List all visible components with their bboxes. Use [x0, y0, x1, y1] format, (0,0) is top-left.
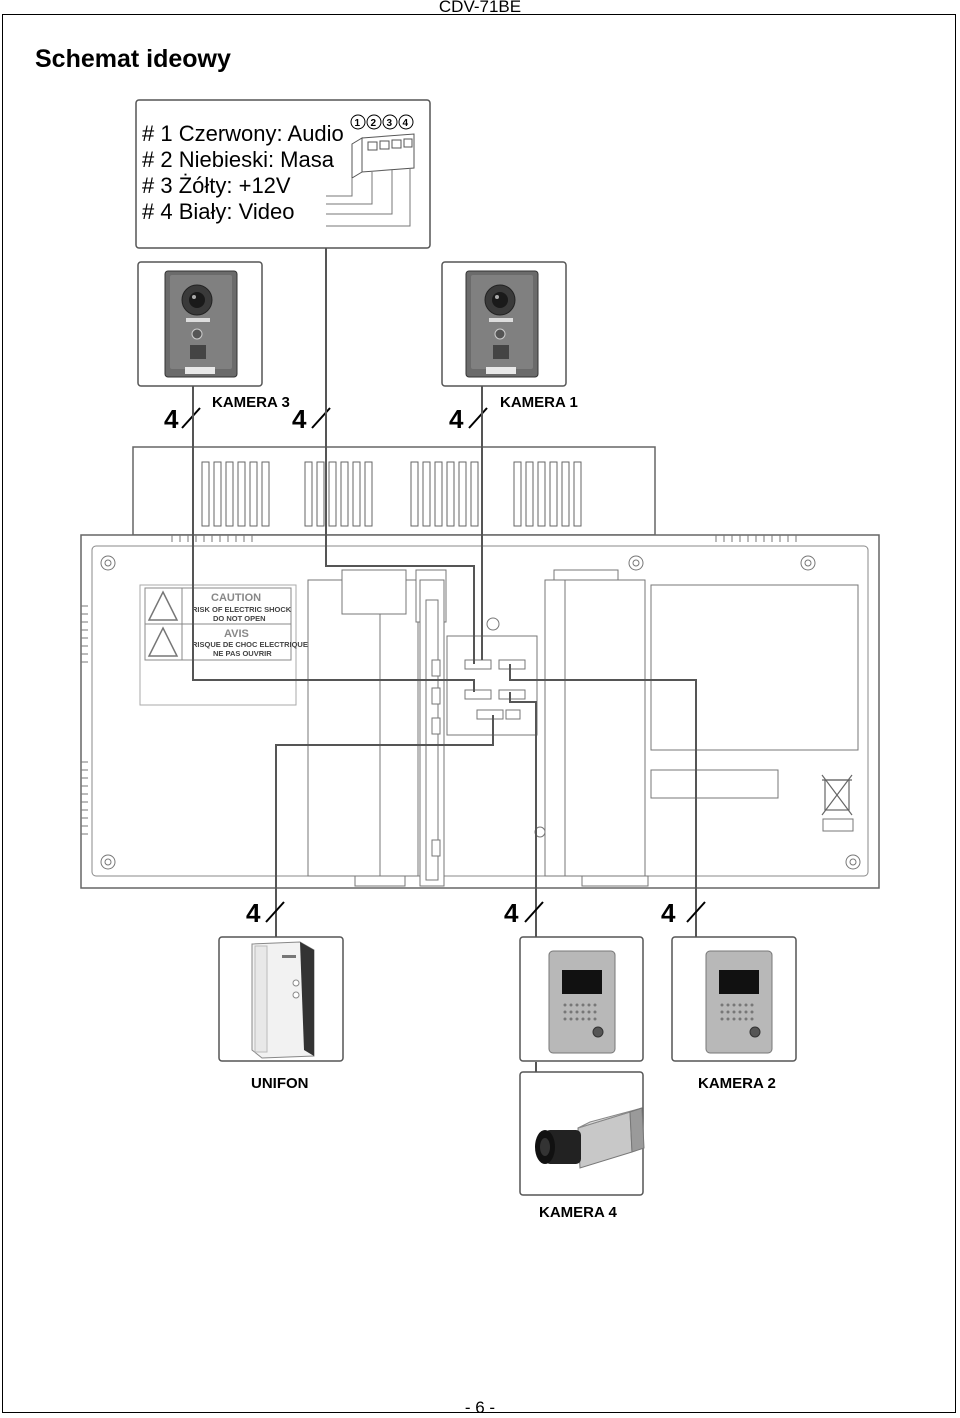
ventilation-slots: [201, 461, 582, 527]
caution-line-2: DO NOT OPEN: [213, 614, 266, 623]
legend-line-4: # 4 Biały: Video: [142, 199, 294, 224]
wire-count-unifon: 4: [246, 898, 261, 928]
caution-avis: AVIS: [224, 628, 249, 640]
wire-count-kamera-2: 4: [661, 898, 676, 928]
caution-line-4: NE PAS OUVRIR: [213, 649, 272, 658]
pin-2-label: 2: [371, 118, 377, 129]
pin-4-label: 4: [403, 118, 409, 129]
connector-plug-icon: [351, 133, 415, 179]
wire-count-markers-bottom: 4 4 4: [246, 898, 706, 928]
page-number: - 6 -: [464, 1398, 496, 1417]
unifon-label: UNIFON: [251, 1075, 309, 1092]
weee-bin-icon: [821, 774, 853, 816]
kamera-2-label: KAMERA 2: [698, 1075, 776, 1092]
connection-wires: [192, 248, 697, 1072]
cctv-camera-kamera-4: [519, 1071, 645, 1196]
wire-count-kamera-1: 4: [449, 404, 464, 434]
kamera-3-label: KAMERA 3: [212, 394, 290, 411]
intercom-handset-unifon: [218, 936, 344, 1062]
pin-3-label: 3: [387, 118, 393, 129]
page-frame: [2, 14, 956, 1413]
wire-color-legend: # 1 Czerwony: Audio # 2 Niebieski: Masa …: [135, 99, 431, 249]
wire-count-kamera-4: 4: [504, 898, 519, 928]
legend-line-2: # 2 Niebieski: Masa: [142, 147, 335, 172]
door-station-kamera-2: [671, 936, 797, 1062]
door-camera-kamera-3: [137, 261, 263, 387]
page-title: Schemat ideowy: [35, 45, 231, 73]
caution-title: CAUTION: [211, 592, 261, 604]
connector-terminal-block: [446, 635, 538, 736]
legend-line-1: # 1 Czerwony: Audio: [142, 121, 344, 146]
connector-pin-numbers: 1 2 3 4: [350, 114, 414, 130]
pin-1-label: 1: [355, 118, 361, 129]
wire-count-legend: 4: [292, 404, 307, 434]
caution-line-1: RISK OF ELECTRIC SHOCK: [192, 605, 292, 614]
kamera-1-label: KAMERA 1: [500, 394, 578, 411]
door-station-kamera-4: [519, 936, 644, 1062]
door-camera-kamera-1: [441, 261, 567, 387]
legend-line-3: # 3 Żółty: +12V: [142, 173, 291, 198]
connector-wires: [326, 168, 411, 227]
wire-count-markers-top: 4 4 4: [164, 404, 488, 434]
caution-line-3: RISQUE DE CHOC ELECTRIQUE: [192, 640, 308, 649]
kamera-4-label: KAMERA 4: [539, 1204, 617, 1221]
wire-count-kamera-3: 4: [164, 404, 179, 434]
caution-label: CAUTION RISK OF ELECTRIC SHOCK DO NOT OP…: [139, 584, 308, 706]
screw-holes: [100, 555, 861, 870]
document-header: CDV-71BE: [438, 0, 522, 16]
monitor-back-panel: CAUTION RISK OF ELECTRIC SHOCK DO NOT OP…: [80, 446, 880, 889]
